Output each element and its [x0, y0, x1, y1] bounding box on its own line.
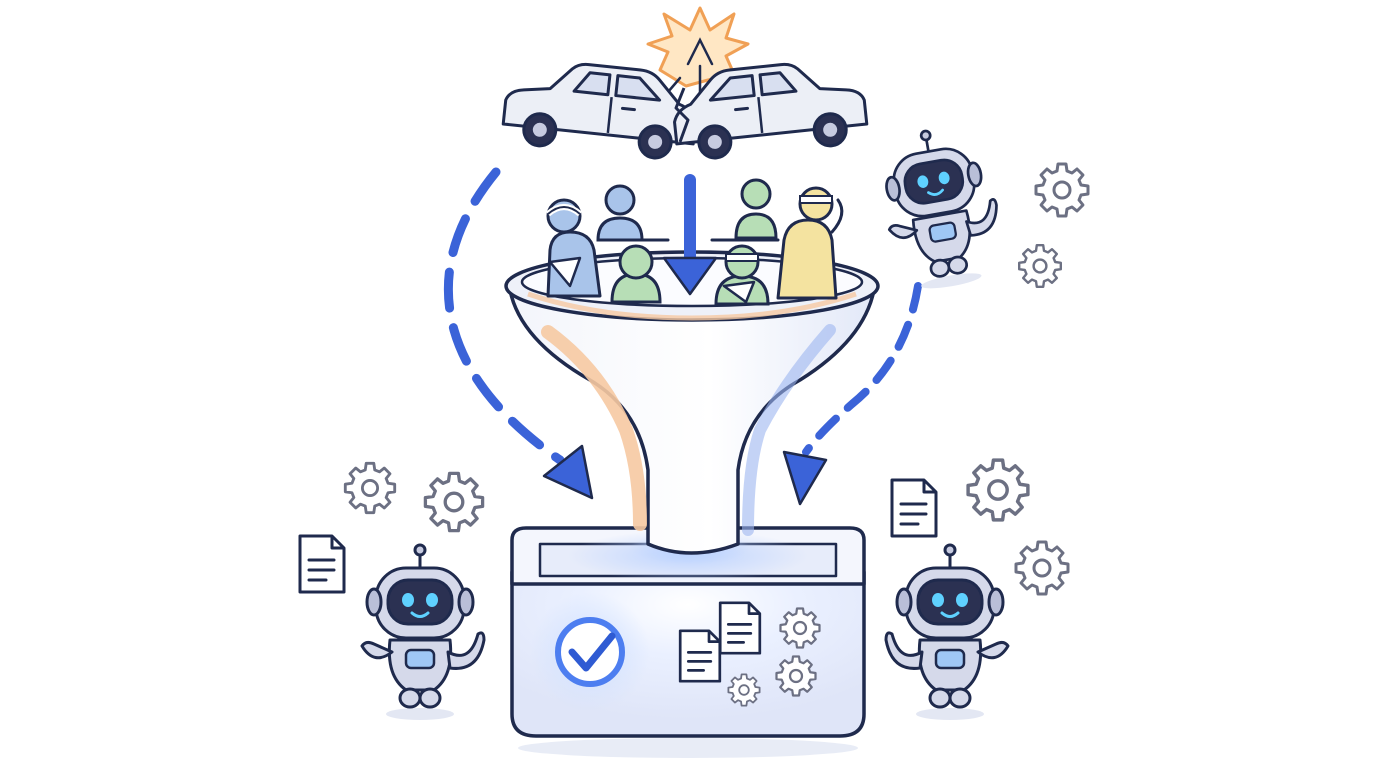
output-container: [510, 526, 866, 758]
gear-icon: [343, 461, 397, 515]
gear-icon: [423, 471, 485, 533]
document-icon: [890, 478, 938, 538]
dashed-arrow-right-icon: [782, 282, 922, 506]
gear-icon: [1018, 243, 1063, 288]
robot-icon: [360, 543, 486, 722]
injured-people-group: [546, 174, 844, 306]
robot-icon: [872, 119, 1011, 297]
person-back-green: [710, 178, 780, 242]
person-injured-arm-sling: [546, 198, 602, 298]
person-injured-head-bandage: [714, 244, 770, 306]
person-front-green: [610, 244, 662, 304]
person-back-blue: [596, 184, 670, 242]
gear-icon: [1014, 540, 1070, 596]
gear-icon: [966, 458, 1030, 522]
spark-burst-icon: [646, 6, 750, 94]
gear-icon: [1034, 162, 1090, 218]
checkmark-icon: [555, 617, 625, 687]
dashed-arrow-left-icon: [443, 167, 594, 500]
robot-icon: [884, 543, 1010, 722]
document-icon: [298, 534, 346, 594]
car-collision-icon: [499, 6, 871, 164]
down-arrow-icon: [662, 174, 718, 296]
person-hand-on-head-yellow: [776, 186, 844, 300]
